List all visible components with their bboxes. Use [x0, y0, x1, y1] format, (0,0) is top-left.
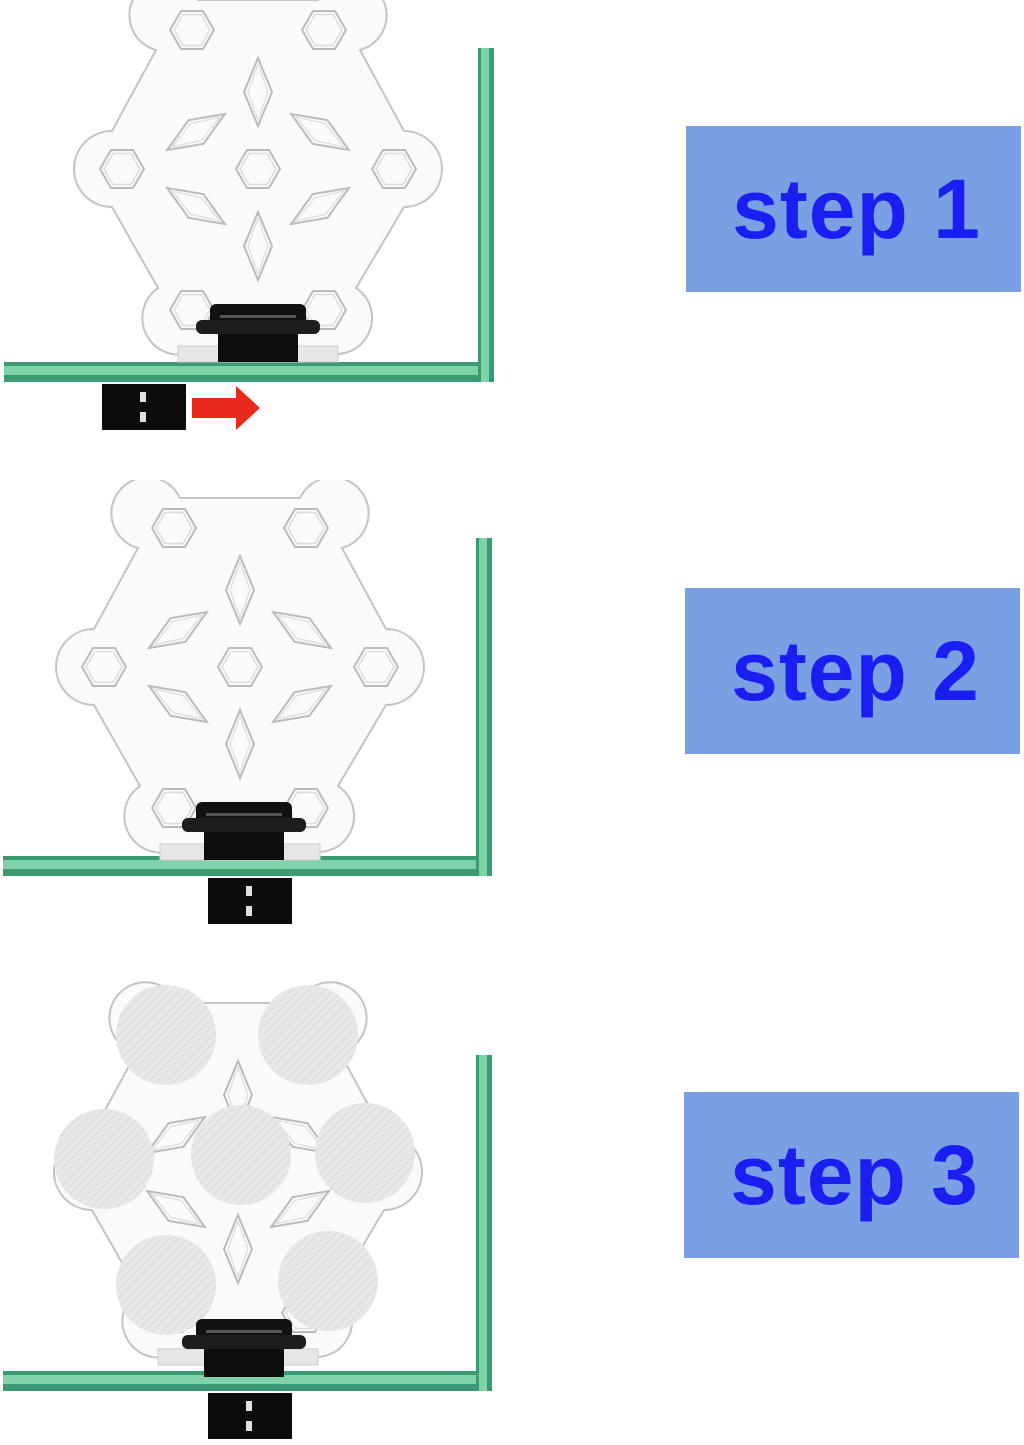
step-2-panel: step 2 — [0, 480, 1024, 940]
step-3-illustration — [3, 975, 492, 1439]
sponge-pad — [116, 985, 216, 1085]
sponge-pad — [315, 1103, 415, 1203]
sponge-pad — [191, 1105, 291, 1205]
glass-corner — [3, 538, 492, 876]
step-3-label: step 3 — [730, 1128, 979, 1222]
right-arrow-icon — [192, 386, 260, 430]
step-1-panel: step 1 — [0, 0, 1024, 450]
glass-corner — [4, 48, 494, 382]
step-2-label: step 2 — [731, 624, 980, 718]
suction-clamp-top — [182, 1319, 306, 1377]
sponge-pad — [116, 1235, 216, 1335]
step-3-panel: step 3 — [0, 975, 1024, 1445]
step-1-label: step 1 — [732, 162, 981, 256]
step-1-label-box: step 1 — [686, 126, 1021, 292]
suction-clamp — [208, 878, 292, 924]
step-1-illustration — [4, 0, 494, 430]
step-2-label-box: step 2 — [685, 588, 1020, 754]
step-3-label-box: step 3 — [684, 1092, 1019, 1258]
step-2-illustration — [3, 480, 492, 924]
sponge-pad — [258, 985, 358, 1085]
suction-clamp — [102, 384, 186, 430]
sponge-pad — [278, 1231, 378, 1331]
sponge-pads — [54, 985, 415, 1335]
glass-corner — [3, 1055, 492, 1391]
suction-clamp — [208, 1393, 292, 1439]
sponge-pad — [54, 1109, 154, 1209]
